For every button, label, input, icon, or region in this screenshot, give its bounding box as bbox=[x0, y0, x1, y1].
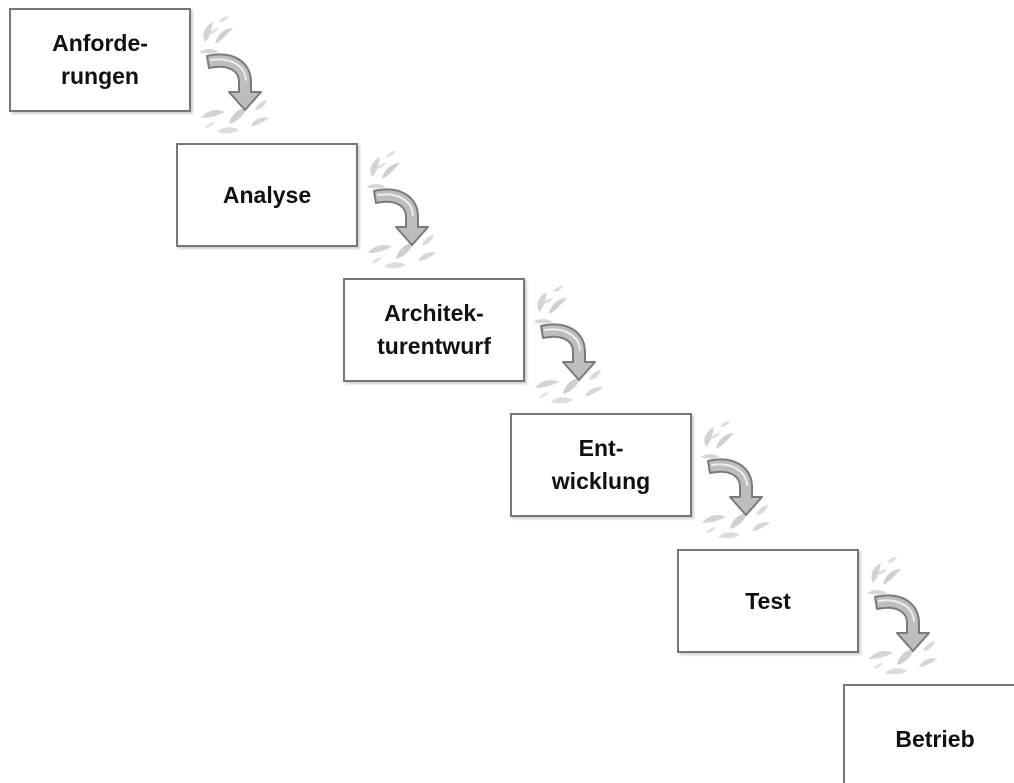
phase-label-entwicklung: Ent- wicklung bbox=[551, 435, 651, 494]
phase-box-architekturentwurf: Architek- turentwurf bbox=[343, 278, 525, 382]
phase-box-anforderungen: Anforde- rungen bbox=[9, 8, 191, 112]
phase-box-test: Test bbox=[677, 549, 859, 653]
phase-label-test: Test bbox=[745, 587, 791, 614]
phase-label-betrieb: Betrieb bbox=[895, 725, 975, 752]
curved-down-arrow-icon bbox=[533, 286, 603, 404]
phase-label-architekturentwurf: Architek- turentwurf bbox=[377, 300, 491, 359]
curved-down-arrow-icon bbox=[366, 151, 436, 269]
curved-down-arrow-icon bbox=[199, 16, 269, 134]
phase-box-betrieb: Betrieb bbox=[843, 684, 1014, 783]
phase-label-analyse: Analyse bbox=[222, 181, 312, 208]
curved-down-arrow-icon bbox=[867, 557, 937, 675]
phase-box-analyse: Analyse bbox=[176, 143, 358, 247]
curved-down-arrow-icon bbox=[700, 421, 770, 539]
phase-box-entwicklung: Ent- wicklung bbox=[510, 413, 692, 517]
phase-label-anforderungen: Anforde- rungen bbox=[52, 30, 148, 89]
